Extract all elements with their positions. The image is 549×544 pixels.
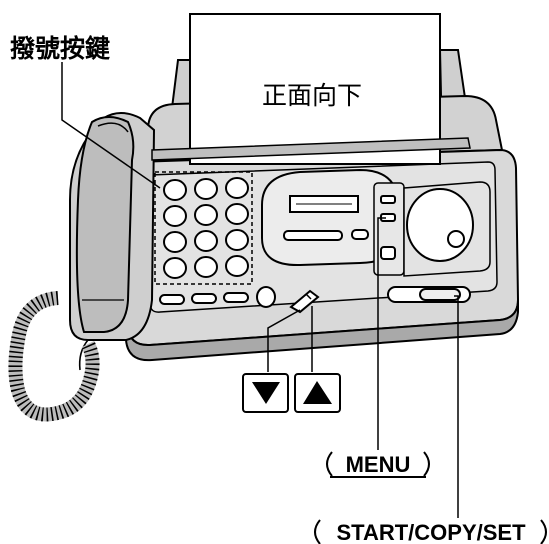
function-button[interactable]: [223, 292, 249, 303]
panel-button[interactable]: [380, 195, 396, 204]
paper-rect: [189, 13, 441, 165]
down-key[interactable]: [242, 373, 289, 413]
volume-dial[interactable]: [406, 188, 474, 262]
panel-button[interactable]: [380, 246, 396, 260]
dial-keypad: [154, 171, 253, 285]
handset: [69, 112, 156, 341]
up-triangle-icon: [303, 381, 332, 404]
down-triangle-icon: [252, 382, 280, 404]
dial-keys-callout: [61, 62, 161, 189]
dial-key[interactable]: [225, 177, 249, 199]
dial-key[interactable]: [163, 257, 187, 279]
panel-slot-right[interactable]: [351, 229, 369, 240]
panel-slot-left[interactable]: [283, 230, 343, 241]
control-panel: [261, 168, 491, 277]
callout-lines: [61, 62, 459, 518]
dial-key[interactable]: [163, 231, 187, 253]
menu-label: MENU: [346, 452, 411, 477]
dial-key[interactable]: [225, 203, 249, 225]
menu-keycap[interactable]: MENU: [326, 451, 430, 478]
function-button[interactable]: [191, 293, 217, 304]
dial-key[interactable]: [194, 204, 218, 226]
coiled-cord: [8, 291, 100, 422]
function-buttons: [159, 286, 471, 314]
dial-key[interactable]: [194, 256, 218, 278]
function-button[interactable]: [159, 294, 185, 305]
dial-keys-label: 撥號按鍵: [10, 34, 110, 63]
menu-callout: [377, 217, 386, 450]
up-key[interactable]: [294, 373, 341, 413]
dial-key[interactable]: [163, 205, 187, 227]
dial-key[interactable]: [194, 178, 218, 200]
face-down-label: 正面向下: [262, 81, 362, 110]
arrow-rocker-button[interactable]: [289, 289, 320, 314]
feed-slot: [151, 137, 471, 161]
start-copy-set-keycap[interactable]: START/COPY/SET: [314, 519, 547, 544]
start-copy-set-label: START/COPY/SET: [336, 520, 526, 544]
dial-key[interactable]: [194, 230, 218, 252]
dial-key[interactable]: [225, 255, 249, 277]
dial-key[interactable]: [163, 179, 187, 201]
dial-key[interactable]: [225, 229, 249, 251]
paper-sheet: 正面向下: [189, 13, 441, 165]
start-callout: [454, 295, 459, 518]
down-key-callout: [267, 309, 301, 372]
volume-knob[interactable]: [447, 230, 465, 248]
round-button[interactable]: [256, 286, 276, 308]
